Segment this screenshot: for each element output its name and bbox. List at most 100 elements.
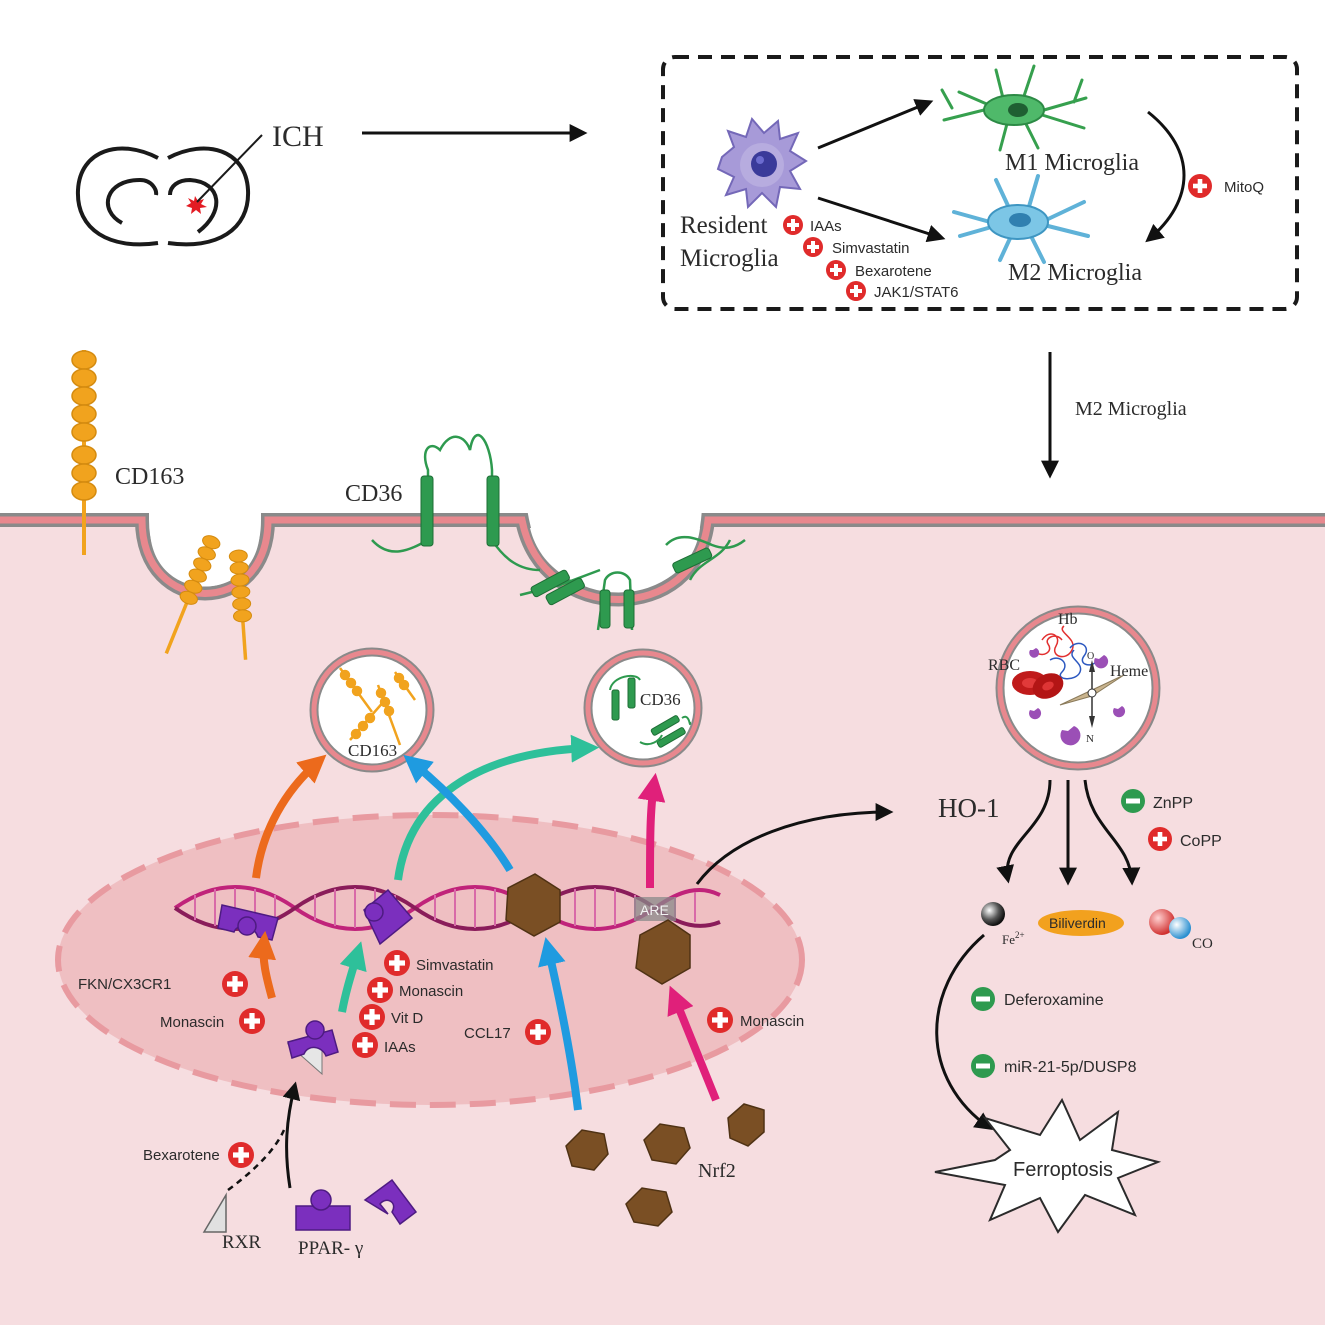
m1-microglia-icon	[940, 64, 1088, 152]
hemoglobin-icon	[1035, 625, 1097, 680]
brain-section-icon	[75, 134, 263, 247]
cd163-surface-label: CD163	[115, 464, 184, 490]
deferoxamine-minus-icon	[971, 987, 995, 1011]
m1-to-m2-arrow	[1145, 110, 1186, 243]
are-box	[634, 897, 676, 921]
co-molecule-icon	[1149, 909, 1191, 939]
o2-label: O	[1087, 651, 1094, 662]
cd36-surface-receptor-icon	[371, 434, 746, 631]
compass-n-label: N	[1086, 733, 1094, 745]
bexarotene-low-plus-icon	[228, 1142, 254, 1168]
vitd-plus-icon	[359, 1004, 385, 1030]
fe-label: Fe2+	[1002, 930, 1025, 947]
orange-ppar-arrow-up	[248, 930, 277, 1000]
jak-stat-label: JAK1/STAT6	[874, 284, 958, 301]
fkn-label: FKN/CX3CR1	[78, 976, 171, 993]
orange-dna-to-cd163-arrow	[252, 754, 327, 879]
are-to-ho1-arrow	[695, 803, 894, 885]
fe-to-ferroptosis-arrow	[935, 933, 993, 1131]
m2-microglia-icon	[952, 174, 1090, 264]
ppar-rxr-complex-icon	[286, 1020, 339, 1076]
iaas-top-label: IAAs	[810, 218, 842, 235]
monascin-mid-label: Monascin	[399, 983, 463, 1000]
resident-microglia-icon	[716, 117, 808, 210]
ppar-to-nucleus-arrow	[282, 1081, 301, 1189]
blue-dna-to-cd163-arrow	[403, 754, 514, 873]
ccl17-plus-icon	[525, 1019, 551, 1045]
rxr-label: RXR	[222, 1232, 261, 1253]
ppar-label: PPAR- γ	[298, 1238, 363, 1259]
are-label: ARE	[640, 902, 669, 918]
rxr-dashed-arrow	[227, 1129, 286, 1192]
fkn-plus-icon	[222, 971, 248, 997]
ich-label: ICH	[272, 120, 324, 153]
mir-minus-icon	[971, 1054, 995, 1078]
biliverdin-icon	[1038, 910, 1124, 936]
mir-label: miR-21-5p/DUSP8	[1004, 1059, 1137, 1076]
mitoq-label: MitoQ	[1224, 179, 1264, 196]
ccl17-label: CCL17	[464, 1025, 511, 1042]
simvastatin-mid-plus-icon	[384, 950, 410, 976]
bexarotene-top-label: Bexarotene	[855, 263, 932, 280]
monascin-right-plus-icon	[707, 1007, 733, 1033]
m1-label: M1 Microglia	[1005, 150, 1139, 176]
ho1-to-co-arrow	[1083, 779, 1141, 886]
nrf2-are-icon	[635, 919, 691, 985]
vitd-label: Vit D	[391, 1010, 423, 1027]
rbc-label: RBC	[988, 657, 1020, 674]
resident-label-line1: Resident	[680, 212, 768, 239]
monascin-left-plus-icon	[239, 1008, 265, 1034]
cd36-vesicle-label: CD36	[640, 690, 681, 709]
nrf2-dna-bound-icon	[505, 873, 561, 937]
nrf2-label: Nrf2	[698, 1160, 736, 1182]
fe-icon	[981, 902, 1005, 926]
znpp-minus-icon	[1121, 789, 1145, 813]
bexarotene-low-label: Bexarotene	[143, 1147, 220, 1164]
ppar-dna-complex-middle-icon	[363, 888, 414, 946]
jak-stat-plus-icon	[846, 281, 866, 301]
resident-to-m2-arrow	[817, 196, 946, 243]
hb-label: Hb	[1058, 611, 1078, 628]
heme-icon	[1029, 648, 1126, 746]
microglia-polarization-box	[661, 55, 1299, 311]
cd163-internalizing-icon	[164, 535, 252, 660]
ferroptosis-burst-icon	[934, 1097, 1162, 1234]
ppar-gamma-ligand-bound-icon	[295, 1189, 351, 1231]
m2-label: M2 Microglia	[1008, 260, 1142, 286]
resident-to-m1-arrow	[817, 99, 934, 150]
monascin-left-label: Monascin	[160, 1014, 224, 1031]
rbc-icon	[1012, 671, 1064, 699]
cd163-surface-receptor-icon	[71, 350, 97, 555]
copp-label: CoPP	[1180, 833, 1222, 850]
cd163-vesicle-label: CD163	[348, 741, 397, 760]
monascin-mid-plus-icon	[367, 977, 393, 1003]
ppar-gamma-free-icon	[363, 1178, 418, 1226]
cd36-vesicle: CD36	[583, 648, 703, 768]
mitoq-plus-icon	[1188, 174, 1212, 198]
ferroptosis-label: Ferroptosis	[1013, 1159, 1113, 1181]
biliverdin-label: Biliverdin	[1049, 915, 1106, 931]
iaas-plus-icon	[783, 215, 803, 235]
teal-dna-to-cd36-arrow	[394, 734, 600, 881]
iaas-mid-label: IAAs	[384, 1039, 416, 1056]
deferoxamine-label: Deferoxamine	[1004, 992, 1104, 1009]
ho1-to-fe-arrow	[996, 779, 1052, 884]
ho1-label: HO-1	[938, 793, 1000, 823]
hemoglobin-vesicle: Hb RBC Heme O N	[988, 605, 1161, 771]
cd163-vesicle: CD163	[309, 647, 435, 773]
blue-ccl17-arrow	[538, 937, 582, 1111]
teal-ppar-arrow-up	[338, 941, 367, 1013]
m2-arrow-label: M2 Microglia	[1075, 398, 1187, 420]
hemorrhage-icon	[186, 196, 207, 214]
simvastatin-top-label: Simvastatin	[832, 240, 910, 257]
resident-label-line2: Microglia	[680, 245, 779, 272]
copp-plus-icon	[1148, 827, 1172, 851]
heme-label: Heme	[1110, 663, 1148, 680]
rxr-icon	[202, 1192, 227, 1233]
iaas-mid-plus-icon	[352, 1032, 378, 1058]
znpp-label: ZnPP	[1153, 795, 1193, 812]
magenta-are-to-cd36-arrow	[637, 772, 666, 889]
compass-icon	[1059, 660, 1125, 728]
